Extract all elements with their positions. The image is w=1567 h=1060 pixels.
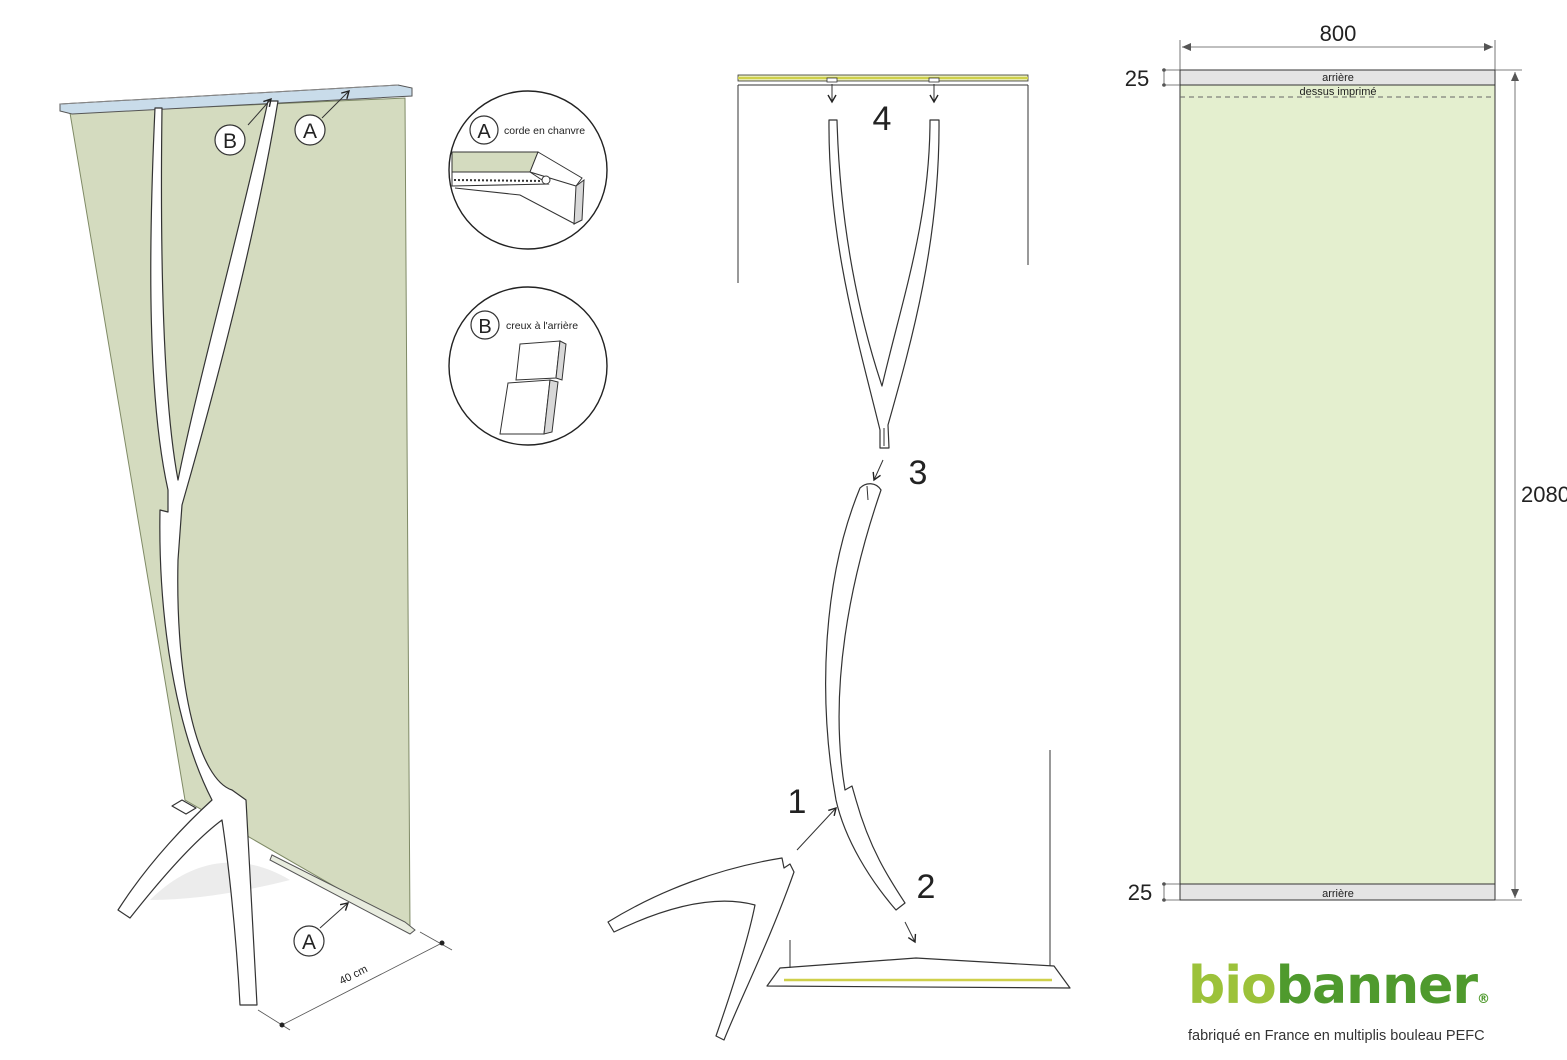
top-margin-label: 25 [1125,66,1149,91]
banner-specification: arrière dessus imprimé arrière 800 2080 … [1125,21,1567,905]
logo-part-bio: bio [1188,956,1277,1016]
logo-part-banner: banner [1275,956,1478,1016]
step-3-label: 3 [909,454,928,492]
bottom-bar-piece [766,957,1071,989]
logo-registered-mark: ® [1477,992,1490,1007]
base-width-label: 40 cm [338,963,370,987]
detail-b-caption: creux à l'arrière [506,320,578,332]
bottom-margin-label: 25 [1128,880,1152,905]
callout-a-marker-bottom: A [302,931,316,954]
exploded-assembly-view: 4 3 1 2 [607,74,1071,1041]
detail-b-back-slot: B creux à l'arrière [448,286,608,446]
wooden-frame-front [117,100,279,1006]
trunk-piece [825,483,906,911]
back-top-label: arrière [1322,72,1354,84]
detail-a-hemp-rope: A corde en chanvre [448,90,608,250]
banner-height-label: 2080 [1521,482,1567,507]
callout-b-marker-top: B [223,130,237,153]
detail-a-letter: A [477,121,491,143]
step-4-label: 4 [873,100,892,138]
callout-a-marker-top: A [303,120,317,143]
biobanner-logo: biobanner® [1188,956,1528,1030]
detail-a-caption: corde en chanvre [504,125,585,137]
detail-b-letter: B [478,316,491,338]
brand-block: biobanner® fabriqué en France en multipl… [1188,956,1528,1044]
v-branch-piece [828,119,940,449]
step-2-label: 2 [917,868,936,906]
back-bottom-label: arrière [1322,888,1354,900]
wooden-frame-back-foot [171,799,197,815]
floor-shadow [150,862,290,900]
step-1-label: 1 [788,783,807,821]
printed-top-label: dessus imprimé [1299,86,1376,98]
brand-tagline: fabriqué en France en multiplis bouleau … [1188,1028,1485,1044]
bottom-rail [269,854,416,935]
banner-width-label: 800 [1320,21,1357,46]
stand-perspective-view: B A A 40 cm [59,84,453,1031]
base-foot-piece [607,857,795,1041]
